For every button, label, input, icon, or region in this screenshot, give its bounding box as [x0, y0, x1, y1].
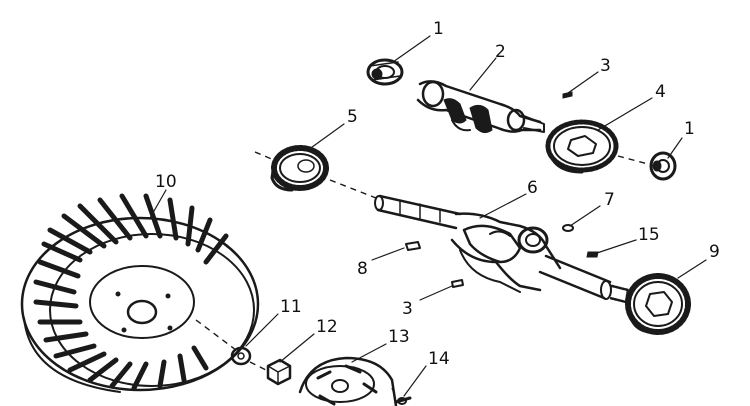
callout-9: 9 [709, 242, 720, 262]
callout-10: 10 [155, 172, 177, 192]
part-6-crankshaft [374, 194, 630, 304]
part-7-pin [562, 224, 574, 232]
callout-15: 15 [638, 225, 660, 245]
part-12-nut [266, 358, 292, 386]
callout-14: 14 [428, 349, 450, 369]
callout-1-lower: 1 [684, 119, 695, 139]
callout-11: 11 [280, 297, 302, 317]
leader-lines [149, 35, 707, 397]
callout-3-upper: 3 [600, 56, 611, 76]
part-10-flywheel [20, 193, 260, 393]
part-14-bolt [394, 396, 412, 405]
part-13-starter-cup [298, 356, 398, 406]
callout-4: 4 [655, 82, 666, 102]
part-2-camshaft [416, 80, 545, 134]
callout-labels: 1 2 3 4 1 5 10 6 7 15 9 8 3 11 12 13 14 [155, 19, 720, 369]
part-4-cam-gear [545, 119, 619, 174]
callout-7: 7 [604, 190, 615, 210]
part-1-bearing-lower [649, 151, 677, 181]
part-11-washer [230, 346, 252, 366]
part-1-bearing-upper [366, 58, 404, 86]
callout-13: 13 [388, 327, 410, 347]
callout-5: 5 [347, 107, 358, 127]
callout-12: 12 [316, 317, 338, 337]
callout-2: 2 [495, 42, 506, 62]
callout-6: 6 [527, 178, 538, 198]
part-9-gear [625, 273, 691, 335]
callout-3-lower: 3 [402, 299, 413, 319]
part-5-crank-gear [270, 145, 329, 192]
part-3-key-lower [451, 279, 464, 288]
callout-1-upper: 1 [433, 19, 444, 39]
part-8-key [405, 241, 421, 251]
assembly-lines [195, 151, 649, 399]
callout-8: 8 [357, 259, 368, 279]
